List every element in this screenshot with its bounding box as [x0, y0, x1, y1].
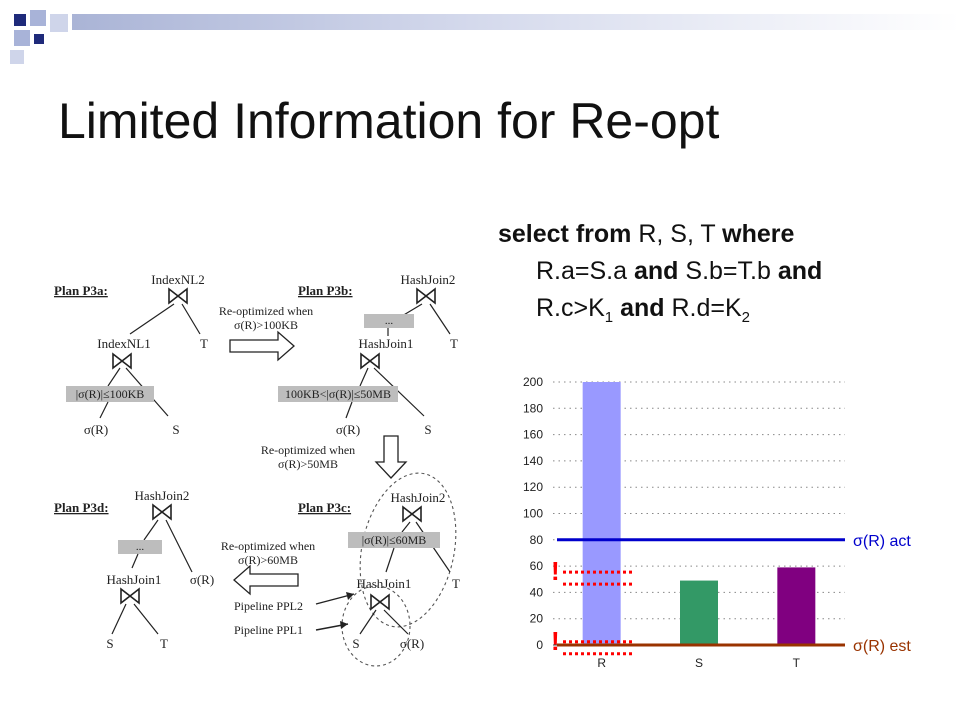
plan-p3a-top-join: IndexNL2 — [151, 272, 204, 287]
query-keyword-and-2: and — [777, 257, 823, 285]
plan-p3c-leaf-t: T — [452, 576, 460, 591]
corner-square-pale-1 — [50, 14, 68, 32]
plan-p3b-mid-join: HashJoin1 — [359, 336, 414, 351]
plan-p3b-top-join: HashJoin2 — [401, 272, 456, 287]
query-subscript-2: 2 — [741, 309, 751, 326]
plan-p3d-ellipsis: ... — [136, 541, 145, 553]
pipeline-ppl2-label: Pipeline PPL2 — [234, 599, 303, 613]
query-line-1: select from R, S, T where — [498, 220, 794, 249]
plan-p3d-top-join: HashJoin2 — [135, 488, 190, 503]
x-tick-label: S — [695, 656, 703, 670]
bar-R — [582, 382, 621, 645]
plan-p3a-leaf-s: S — [172, 422, 179, 437]
plan-p3c-mid-join: HashJoin1 — [357, 576, 412, 591]
x-tick-label: T — [793, 656, 801, 670]
plan-p3c-top-join-icon — [402, 506, 422, 522]
corner-square-light-2 — [14, 30, 30, 46]
arrow2-down-arrow — [374, 435, 408, 479]
arrow2-line2: σ(R)>50MB — [278, 457, 338, 471]
pipeline-ppl1-label: Pipeline PPL1 — [234, 623, 303, 637]
arrow2-line1: Re-optimized when — [261, 443, 355, 457]
slide-title: Limited Information for Re-opt — [58, 93, 720, 149]
plan-p3b-label: Plan P3b: — [298, 283, 353, 298]
header-gradient-bar — [72, 14, 960, 30]
y-tick-label: 20 — [530, 612, 544, 626]
query-keyword-and-3: and — [620, 294, 665, 322]
query-line-3: R.c>K1 and R.d=K2 — [536, 294, 750, 326]
plan-p3d-label: Plan P3d: — [54, 500, 109, 515]
plan-p3d-leaf-s: S — [106, 636, 113, 651]
query-cond-2: S.b=T.b — [685, 257, 771, 285]
query-cond-4: R.d=K — [671, 294, 742, 322]
plan-p3c-label: Plan P3c: — [298, 500, 351, 515]
y-tick-label: 60 — [530, 559, 544, 573]
plan-p3c-leaf-sigma: σ(R) — [400, 636, 424, 651]
y-tick-label: 80 — [530, 533, 544, 547]
query-cond-3: R.c>K — [536, 294, 605, 322]
plan-p3b-ellipsis: ... — [385, 315, 394, 327]
corner-square-pale-2 — [10, 50, 24, 64]
y-tick-label: 0 — [536, 638, 543, 652]
bar-S — [680, 580, 718, 645]
plan-p3c-mid-join-icon — [370, 594, 390, 610]
y-tick-label: 40 — [530, 585, 544, 599]
arrow3-line2: σ(R)>60MB — [238, 553, 298, 567]
x-tick-label: R — [597, 656, 606, 670]
y-tick-label: 140 — [523, 454, 543, 468]
plan-p3c-top-join: HashJoin2 — [391, 490, 446, 505]
y-tick-label: 100 — [523, 507, 543, 521]
plan-p3a-label: Plan P3a: — [54, 283, 108, 298]
plan-p3d-top-join-icon — [152, 504, 172, 520]
plan-p3b-mid-join-icon — [360, 353, 380, 369]
query-keyword-select-from: select from — [498, 220, 632, 248]
reference-line-label: σ(R) act — [853, 533, 911, 550]
plan-p3b-condition: 100KB<|σ(R)|≤50MB — [285, 387, 391, 401]
arrow1-line1: Re-optimized when — [219, 304, 313, 318]
plan-p3b-leaf-s: S — [424, 422, 431, 437]
plan-p3d-mid-join-icon — [120, 588, 140, 604]
y-tick-label: 200 — [523, 375, 543, 389]
plan-p3a-mid-join: IndexNL1 — [97, 336, 150, 351]
query-keyword-where: where — [722, 220, 795, 248]
corner-square-light-1 — [30, 10, 46, 26]
plan-p3a-condition: |σ(R)|≤100KB — [76, 387, 145, 401]
error-annotation-1: ! — [551, 626, 560, 656]
query-cond-1: R.a=S.a — [536, 257, 628, 285]
plans-diagram: Plan P3a: IndexNL2 T IndexNL1 |σ(R)|≤100… — [54, 272, 460, 667]
corner-square-navy-1 — [14, 14, 26, 26]
plan-p3d-leaf-t: T — [160, 636, 168, 651]
query-subscript-1: 1 — [604, 309, 614, 326]
query-keyword-and-1: and — [633, 257, 679, 285]
y-tick-label: 180 — [523, 401, 543, 415]
error-annotation-0: ! — [551, 556, 560, 586]
plan-p3c-pipeline2-outline — [359, 472, 457, 628]
arrow3-left-arrow — [233, 564, 299, 596]
arrow3-line1: Re-optimized when — [221, 539, 315, 553]
plan-p3d-mid-join: HashJoin1 — [107, 572, 162, 587]
plan-p3b-top-join-icon — [416, 288, 436, 304]
plan-p3c-condition: |σ(R)|≤60MB — [362, 533, 427, 547]
arrow1-line2: σ(R)>100KB — [234, 318, 298, 332]
query-relations: R, S, T — [631, 220, 723, 248]
plan-p3d-leaf-sigma: σ(R) — [190, 572, 214, 587]
y-tick-label: 120 — [523, 480, 543, 494]
plan-p3a-mid-join-icon — [112, 353, 132, 369]
reference-line-label: σ(R) est — [853, 638, 911, 655]
plan-p3a-top-join-icon — [168, 288, 188, 304]
y-tick-label: 160 — [523, 428, 543, 442]
plan-p3a-leaf-t: T — [200, 336, 208, 351]
arrow1-right-arrow — [229, 330, 295, 362]
plan-p3a-leaf-sigma: σ(R) — [84, 422, 108, 437]
query-line-2: R.a=S.a and S.b=T.b and — [536, 257, 822, 286]
plan-p3b-leaf-sigma: σ(R) — [336, 422, 360, 437]
cardinality-bar-chart: 0 20 40 60 80 100 120 140 160 180 200 R S T σ(R) act… — [523, 375, 911, 670]
corner-square-navy-2 — [34, 34, 44, 44]
plan-p3c-leaf-s: S — [352, 636, 359, 651]
plan-p3b-leaf-t: T — [450, 336, 458, 351]
bar-T — [777, 567, 816, 645]
